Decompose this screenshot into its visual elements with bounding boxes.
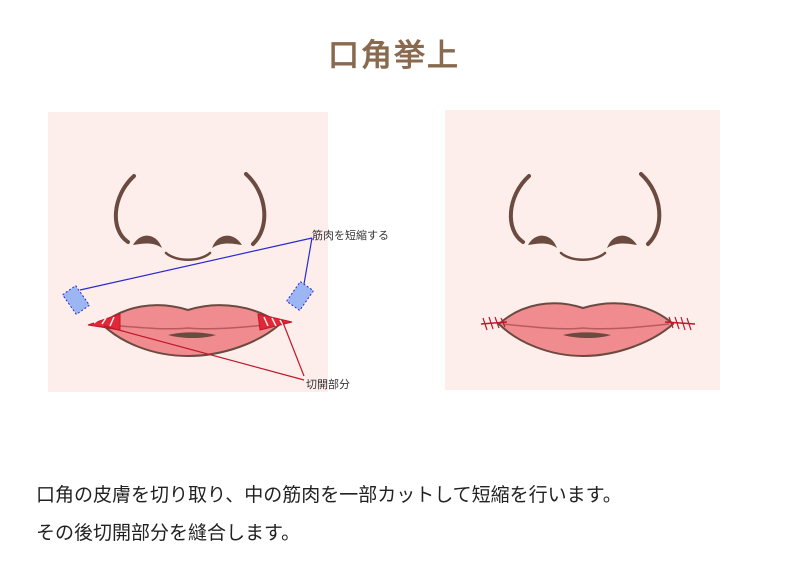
description-line-1: 口角の皮膚を切り取り、中の筋肉を一部カットして短縮を行います。 [36, 484, 622, 506]
suture-line-right [664, 321, 696, 325]
suture-stitches-right [668, 316, 692, 331]
nose-right-line [639, 172, 662, 246]
description-line-2: その後切開部分を縫合します。 [36, 522, 301, 544]
lip-line [502, 323, 670, 330]
lips [497, 302, 675, 358]
before-face-svg [48, 112, 328, 392]
before-illustration-panel [48, 112, 328, 392]
lip-shadow [563, 332, 611, 338]
suture-stitches-left [482, 316, 506, 331]
after-illustration-panel [445, 110, 720, 390]
page-title: 口角挙上 [328, 38, 460, 74]
nostril-right [607, 235, 637, 248]
incision-left-stripes [93, 316, 115, 327]
nose-bottom-line [559, 251, 607, 261]
after-face-svg [445, 110, 720, 390]
nose-left-line [509, 174, 531, 244]
muscle-label: 筋肉を短縮する [312, 229, 389, 242]
nostril-left [528, 235, 557, 248]
incision-label: 切開部分 [306, 378, 350, 391]
